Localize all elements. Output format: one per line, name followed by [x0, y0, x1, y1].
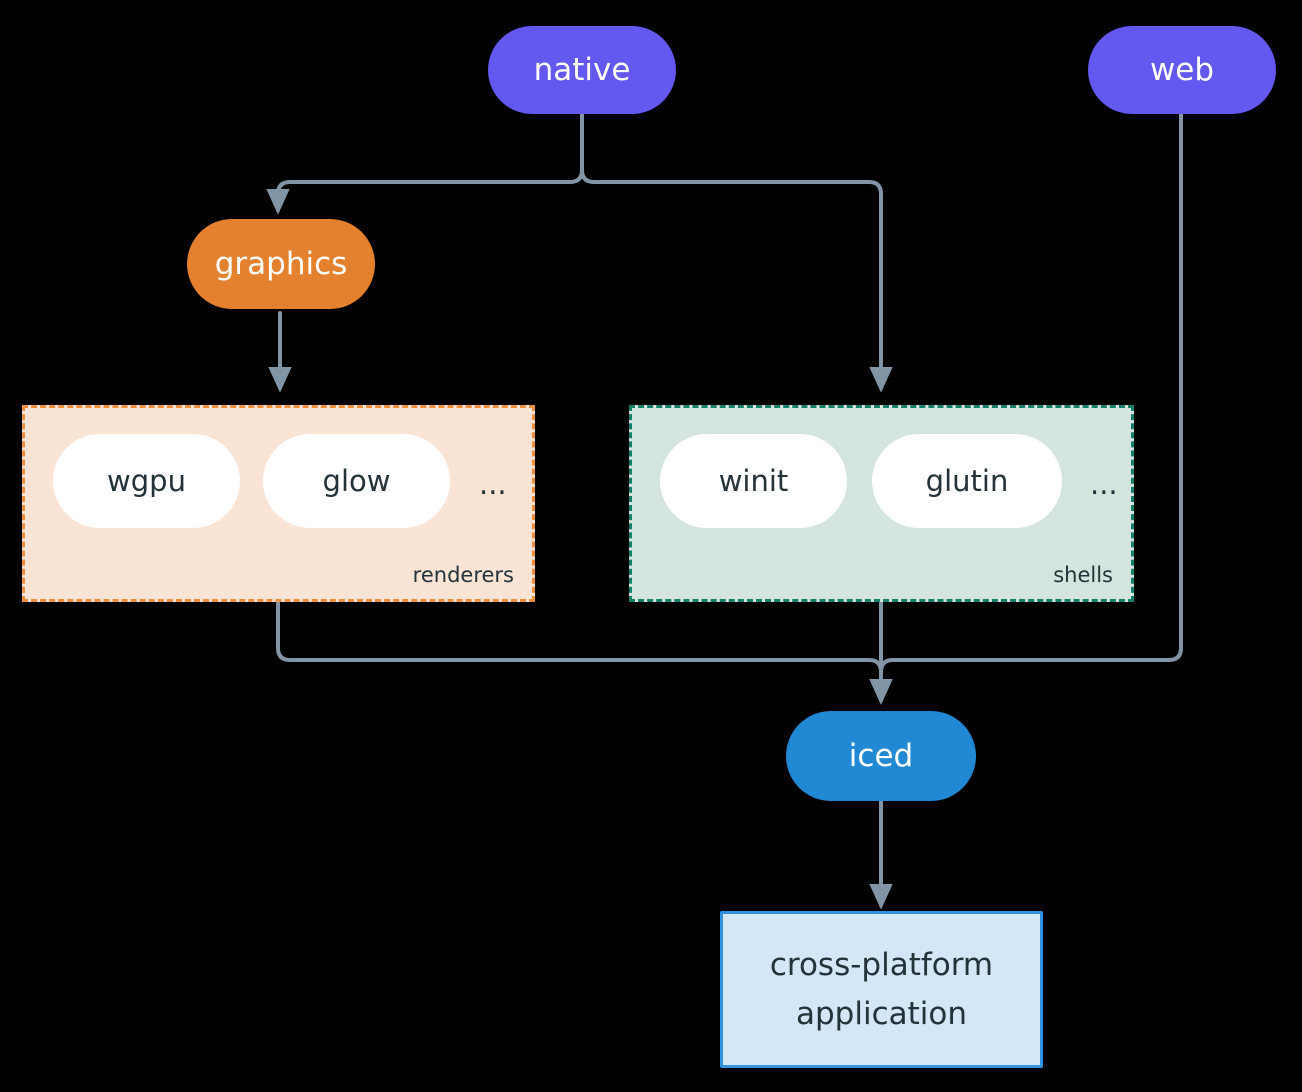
node-iced[interactable]: iced — [786, 711, 976, 801]
node-iced-label: iced — [848, 738, 914, 774]
edge-native-to-graphics — [266, 111, 584, 215]
group-renderers: wgpu glow ... renderers — [22, 405, 535, 602]
leaf-wgpu-label: wgpu — [107, 464, 186, 498]
edge-native-to-shells — [580, 111, 893, 393]
node-application-line1: cross-platform — [769, 947, 994, 984]
leaf-winit-label: winit — [718, 464, 789, 498]
group-shells: winit glutin ... shells — [629, 405, 1134, 602]
node-graphics[interactable]: graphics — [187, 219, 375, 309]
leaf-glow-label: glow — [322, 464, 391, 498]
shells-overflow-ellipsis: ... — [1090, 467, 1118, 501]
leaf-glow[interactable]: glow — [263, 434, 450, 528]
node-application[interactable]: cross-platform application — [720, 911, 1043, 1068]
node-web[interactable]: web — [1088, 26, 1276, 114]
leaf-winit[interactable]: winit — [660, 434, 847, 528]
edge-renderers-to-iced — [276, 600, 893, 705]
group-renderers-label: renderers — [412, 563, 514, 587]
leaf-wgpu[interactable]: wgpu — [53, 434, 240, 528]
node-native-label: native — [533, 52, 631, 88]
node-application-line2: application — [796, 995, 967, 1032]
node-native[interactable]: native — [488, 26, 676, 114]
renderers-overflow-ellipsis: ... — [479, 467, 507, 501]
leaf-glutin[interactable]: glutin — [872, 434, 1062, 528]
leaf-glutin-label: glutin — [925, 464, 1009, 498]
node-graphics-label: graphics — [214, 246, 348, 282]
node-web-label: web — [1149, 52, 1215, 88]
group-shells-label: shells — [1053, 563, 1113, 587]
